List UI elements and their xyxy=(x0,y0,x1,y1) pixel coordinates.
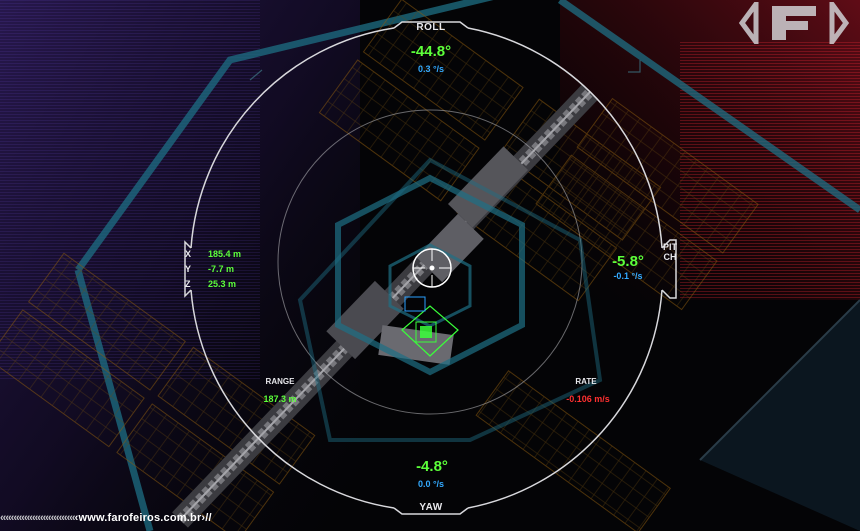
range-title: RANGE xyxy=(265,377,295,386)
roll-rate: 0.3 °/s xyxy=(417,64,445,74)
roll-title: ROLL xyxy=(416,22,446,33)
pitch-rate: -0.1 °/s xyxy=(613,271,643,281)
z-axis-value: 25.3 m xyxy=(208,279,237,289)
space-station-truss xyxy=(172,84,598,528)
yaw-value: -4.8° xyxy=(416,458,448,475)
yaw-title: YAW xyxy=(419,502,443,513)
pitch-title: PITCH xyxy=(663,242,678,262)
x-axis-label: X xyxy=(185,249,192,259)
rate-title: RATE xyxy=(575,377,597,386)
yaw-rate: 0.0 °/s xyxy=(417,479,445,489)
ring-notches xyxy=(184,21,677,515)
watermark: ‹‹‹‹‹‹‹‹‹‹‹‹‹‹‹‹‹‹‹‹‹‹‹‹‹‹‹‹‹www.farofei… xyxy=(0,512,360,524)
attitude-ring xyxy=(190,27,663,509)
watermark-chevrons: ‹‹‹‹‹‹‹‹‹‹‹‹‹‹‹‹‹‹‹‹‹‹‹‹‹‹‹‹ xyxy=(0,512,76,524)
z-axis-label: Z xyxy=(185,279,191,289)
rate-value: -0.106 m/s xyxy=(566,394,610,404)
inner-ring xyxy=(277,109,583,415)
watermark-url: ‹www.farofeiros.com.br›// xyxy=(74,512,212,524)
solar-arrays xyxy=(0,0,759,531)
outer-hexagon xyxy=(335,174,525,376)
docking-target xyxy=(401,296,459,357)
roll-value: -44.8° xyxy=(410,43,452,60)
pitch-value: -5.8° xyxy=(612,253,644,270)
y-axis-label: Y xyxy=(185,264,192,274)
y-axis-value: -7.7 m xyxy=(208,264,235,274)
range-value: 187.3 m xyxy=(263,394,297,404)
x-axis-value: 185.4 m xyxy=(208,249,242,259)
farofeiros-f-logo-icon xyxy=(738,2,850,44)
crosshair-reticle-icon xyxy=(412,248,452,288)
